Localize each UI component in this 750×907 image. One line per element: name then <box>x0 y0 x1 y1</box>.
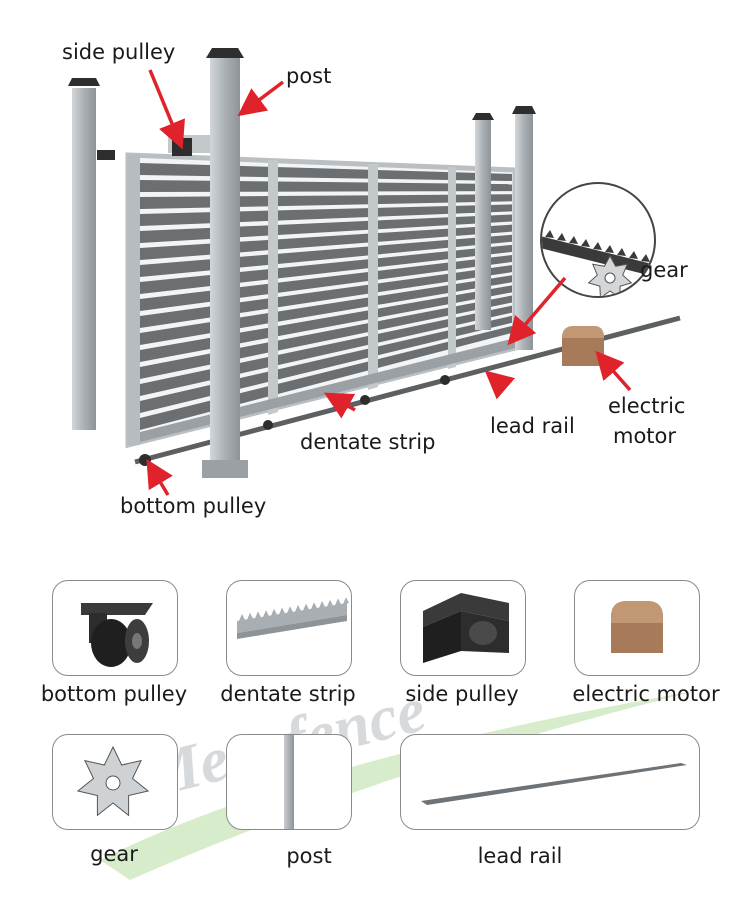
electric-motor-icon <box>611 601 663 653</box>
caption-side-pulley: side pulley <box>405 682 519 706</box>
gate-illustration <box>68 48 681 496</box>
dentate-strip-icon <box>237 597 349 639</box>
caption-bottom-pulley: bottom pulley <box>40 682 188 706</box>
card-lead-rail <box>400 734 700 830</box>
gear-icon <box>76 745 150 817</box>
bottom-pulley-icon <box>81 603 153 667</box>
label-post: post <box>286 64 332 88</box>
card-post <box>226 734 352 830</box>
card-dentate-strip <box>226 580 352 676</box>
caption-electric-motor: electric motor <box>572 682 720 706</box>
caption-dentate-strip: dentate strip <box>220 682 356 706</box>
caption-gear: gear <box>90 842 138 866</box>
label-dentate-strip: dentate strip <box>300 430 436 454</box>
label-electric: electric <box>608 394 686 418</box>
side-pulley-shape <box>172 138 192 156</box>
card-gear <box>52 734 178 830</box>
card-side-pulley <box>400 580 526 676</box>
label-gear: gear <box>640 258 688 282</box>
post-icon <box>284 735 294 829</box>
caption-post: post <box>286 844 332 868</box>
side-pulley-icon <box>423 593 509 663</box>
lead-rail-icon <box>421 763 687 805</box>
main-post <box>210 58 240 478</box>
left-post <box>72 88 96 430</box>
caption-lead-rail: lead rail <box>477 844 563 868</box>
label-side-pulley: side pulley <box>62 40 176 64</box>
label-lead-rail: lead rail <box>490 414 575 438</box>
gate-panel <box>125 152 518 449</box>
label-motor: motor <box>613 424 677 448</box>
card-bottom-pulley <box>52 580 178 676</box>
card-electric-motor <box>574 580 700 676</box>
label-bottom-pulley: bottom pulley <box>120 494 267 518</box>
